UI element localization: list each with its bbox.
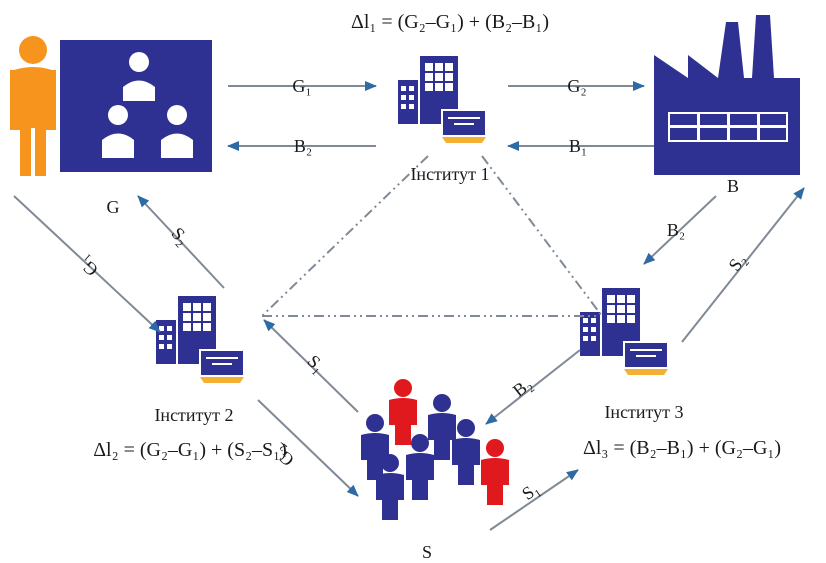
flow-label-g2-top: G₂ — [567, 76, 586, 96]
s-crowd-icon — [361, 379, 509, 520]
formula-dl3: Δl₃ = (B₂–B₁) + (G₂–G₁) — [583, 437, 781, 459]
institute-2-building-icon — [155, 295, 245, 384]
arrow-s2-right — [681, 187, 805, 343]
flow-label-b1-top: B₁ — [569, 136, 587, 156]
flow-label-g1-top: G₁ — [292, 76, 311, 96]
node-b-letter: B — [727, 176, 739, 196]
arrow-g2-left — [257, 399, 359, 497]
arrow-g1-left — [13, 195, 161, 333]
flow-arrows — [13, 81, 805, 531]
b-factory-icon — [654, 15, 800, 175]
arrow-s1-bottom — [489, 469, 579, 531]
institute-3-building-icon — [579, 287, 669, 376]
institute-3-label: Інститут 3 — [604, 402, 683, 422]
institute-1-building-icon — [397, 55, 487, 144]
flow-label-b2-right: B₂ — [667, 220, 685, 240]
flow-label-s2-right: S₂ — [724, 250, 750, 275]
node-s-letter: S — [422, 542, 432, 562]
node-g-letter: G — [107, 197, 120, 217]
formula-dl1: Δl₁ = (G₂–G₁) + (B₂–B₁) — [351, 11, 549, 33]
arrow-s1-left — [263, 319, 359, 413]
institution-links — [261, 155, 603, 317]
g-audience-board-icon — [60, 40, 212, 172]
arrow-b2-bottom — [485, 349, 581, 425]
institute-1-label: Інститут 1 — [410, 164, 489, 184]
flow-label-s1-bottom: S₁ — [518, 478, 543, 504]
flow-label-s1-left: S₁ — [303, 351, 329, 377]
arrow-b2-right — [643, 195, 717, 265]
g-person-icon — [10, 36, 56, 176]
flow-label-s2-left: S₂ — [168, 223, 194, 248]
flow-label-b2-top: B₂ — [294, 136, 312, 156]
flow-label-b2-bottom: B₂ — [509, 374, 536, 401]
formula-dl2: Δl₂ = (G₂–G₁) + (S₂–S₁) — [93, 439, 287, 461]
arrow-s2-left — [137, 195, 225, 289]
institute-2-label: Інститут 2 — [154, 405, 233, 425]
